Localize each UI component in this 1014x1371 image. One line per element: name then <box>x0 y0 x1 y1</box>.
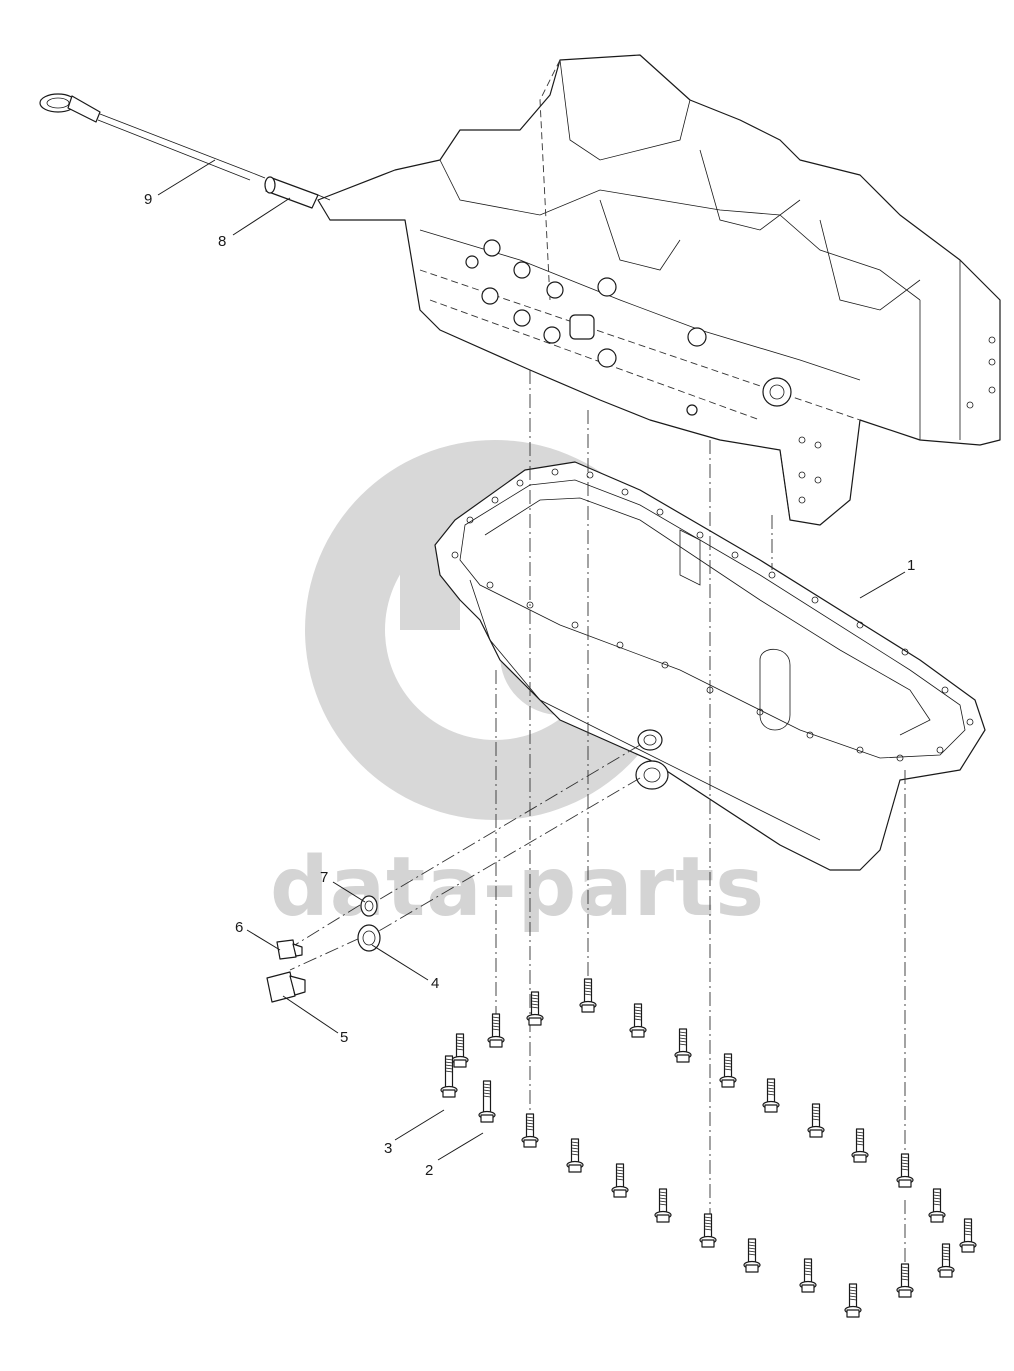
callout-2: 2 <box>425 1162 433 1179</box>
drain-plug-large <box>266 971 306 1003</box>
bolt-6 <box>719 1053 737 1088</box>
callout-3: 3 <box>384 1140 392 1157</box>
drain-plug-small <box>276 939 303 960</box>
bolt-9 <box>851 1128 869 1163</box>
callout-9: 9 <box>144 191 152 208</box>
bolt-17 <box>654 1188 672 1223</box>
callout-8: 8 <box>218 233 226 250</box>
sealing-washer-large <box>357 924 381 952</box>
bolt-10 <box>896 1153 914 1188</box>
pan-bolts <box>440 978 977 1318</box>
bolt-23 <box>937 1243 955 1278</box>
leader-lines <box>157 159 906 1161</box>
callout-7: 7 <box>320 869 328 886</box>
engine-block <box>317 54 1001 526</box>
callout-6: 6 <box>235 919 243 936</box>
bolt-2 <box>526 991 544 1026</box>
bolt-22 <box>896 1263 914 1298</box>
bolt-15 <box>566 1138 584 1173</box>
bolt-4 <box>629 1003 647 1038</box>
bolt-14 <box>521 1113 539 1148</box>
bolt-24 <box>959 1218 977 1253</box>
alignment-lines <box>289 370 906 1290</box>
bolt-13 <box>478 1080 496 1123</box>
sealing-washer-small <box>360 895 378 917</box>
callout-labels: 1 2 3 4 5 6 7 8 9 <box>144 191 915 1179</box>
bolt-5 <box>674 1028 692 1063</box>
bolt-18 <box>699 1213 717 1248</box>
bolt-21 <box>844 1283 862 1318</box>
bolt-8 <box>807 1103 825 1138</box>
bolt-7 <box>762 1078 780 1113</box>
bolt-25 <box>928 1188 946 1223</box>
bolt-20 <box>799 1258 817 1293</box>
callout-4: 4 <box>431 975 439 992</box>
bolt-19 <box>743 1238 761 1273</box>
dipstick <box>39 93 266 181</box>
bolt-16 <box>611 1163 629 1198</box>
dipstick-tube <box>264 176 331 209</box>
bolt-3 <box>579 978 597 1013</box>
callout-1: 1 <box>907 557 915 574</box>
watermark-text: data-parts <box>270 840 765 935</box>
bolt-11 <box>451 1033 469 1068</box>
bolt-12 <box>440 1055 458 1098</box>
callout-5: 5 <box>340 1029 348 1046</box>
bolt-1 <box>487 1013 505 1048</box>
